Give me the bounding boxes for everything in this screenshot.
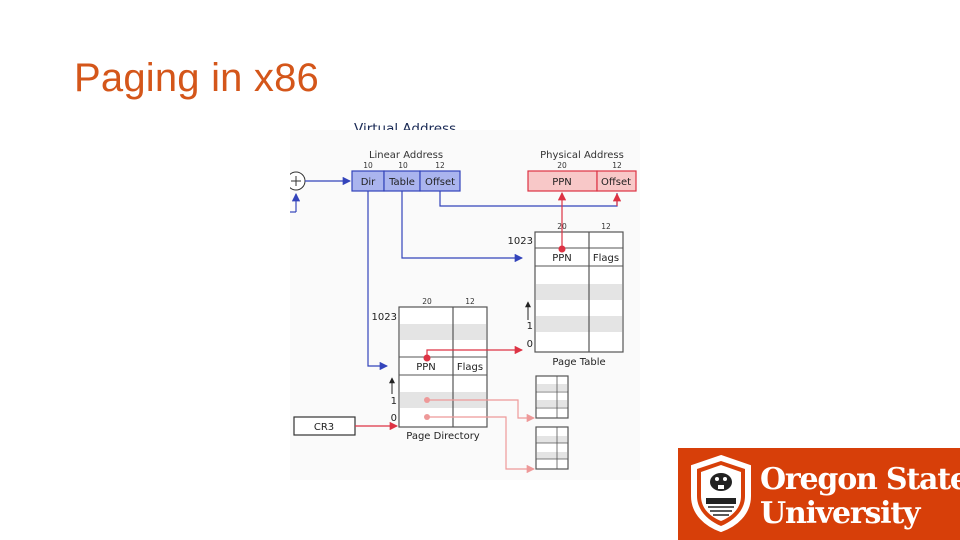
page-directory: 20 12 PPN Flags 1023 1 0 Page Directory bbox=[372, 297, 488, 442]
pde0-arrow bbox=[427, 416, 536, 474]
phys-offset-bits: 12 bbox=[612, 161, 622, 170]
physical-address-title: Physical Address bbox=[540, 150, 624, 161]
offset-label: Offset bbox=[425, 177, 455, 188]
page-dir-flags-header: Flags bbox=[457, 362, 483, 373]
page-table-flags-bits: 12 bbox=[601, 222, 611, 231]
dir-bits: 10 bbox=[363, 161, 373, 170]
phys-offset-label: Offset bbox=[601, 177, 631, 188]
linear-address: Linear Address 10 10 12 Dir Table Offset bbox=[351, 150, 461, 192]
logo-line-university: University bbox=[760, 496, 920, 531]
cr3-label: CR3 bbox=[314, 422, 334, 433]
paging-diagram: Linear Address 10 10 12 Dir Table Offset… bbox=[290, 130, 640, 480]
page-table-stripe bbox=[536, 316, 622, 332]
table-label: Table bbox=[388, 177, 415, 188]
dir-ppn-to-table-arrow bbox=[426, 345, 524, 358]
page-table-ppn-header: PPN bbox=[552, 253, 572, 264]
page-table: 20 12 PPN Flags 1023 1 0 Page Table bbox=[508, 222, 624, 368]
table-bits: 10 bbox=[398, 161, 408, 170]
page-directory-label: Page Directory bbox=[406, 431, 480, 442]
page-table-index-1023: 1023 bbox=[508, 236, 533, 247]
page-table-stripe bbox=[536, 284, 622, 300]
offset-bits: 12 bbox=[435, 161, 445, 170]
page-dir-stripe bbox=[400, 324, 486, 340]
page-dir-ppn-header: PPN bbox=[416, 362, 436, 373]
page-dir-ppn-bits: 20 bbox=[422, 297, 432, 306]
phys-ppn-label: PPN bbox=[552, 177, 572, 188]
linear-address-title: Linear Address bbox=[369, 150, 443, 161]
page-table-label: Page Table bbox=[552, 357, 605, 368]
adder-symbol bbox=[290, 171, 352, 213]
page-dir-index-1: 1 bbox=[391, 396, 397, 407]
physical-address: Physical Address 20 12 PPN Offset bbox=[527, 150, 637, 192]
page-table-index-0: 0 bbox=[527, 339, 533, 350]
pde1-arrow bbox=[427, 399, 536, 423]
phys-offset-field bbox=[596, 170, 637, 192]
table-index-arrow bbox=[401, 191, 524, 263]
other-page-table-2 bbox=[535, 426, 569, 470]
dir-label: Dir bbox=[361, 177, 376, 188]
ppn-bits: 20 bbox=[557, 161, 567, 170]
slide-title: Paging in x86 bbox=[74, 56, 320, 100]
osu-logo: Oregon State University bbox=[678, 448, 960, 540]
osu-seal-icon bbox=[691, 454, 751, 533]
page-table-flags-header: Flags bbox=[593, 253, 619, 264]
page-dir-index-0: 0 bbox=[391, 413, 397, 424]
logo-line-oregon-state: Oregon State bbox=[760, 462, 960, 497]
page-dir-flags-bits: 12 bbox=[465, 297, 475, 306]
dir-index-arrow bbox=[367, 191, 389, 371]
page-dir-index-1023: 1023 bbox=[372, 312, 397, 323]
page-table-index-1: 1 bbox=[527, 321, 533, 332]
other-page-table-1 bbox=[535, 375, 569, 419]
